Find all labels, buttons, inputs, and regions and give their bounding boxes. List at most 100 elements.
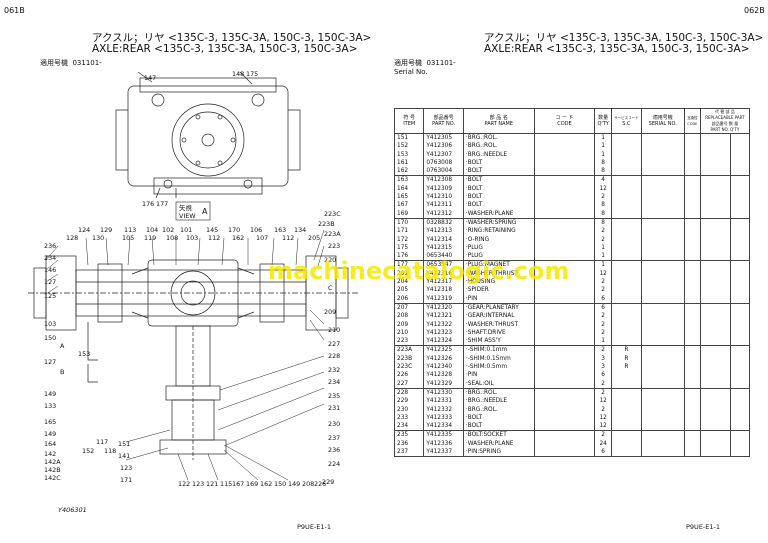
cell-code5 bbox=[683, 227, 701, 236]
cell-serial bbox=[640, 294, 685, 304]
cell-rp-part bbox=[699, 345, 732, 355]
cell-part-no: Y412328 bbox=[423, 371, 464, 380]
cell-rp-qty bbox=[730, 133, 750, 143]
label-right-4: 220 bbox=[324, 256, 336, 264]
label-left-16: 142B bbox=[44, 466, 61, 474]
cell-qty: 8 bbox=[594, 201, 613, 210]
cell-code bbox=[533, 328, 596, 338]
cell-qty: 2 bbox=[594, 312, 613, 321]
label-left-6: 150 bbox=[44, 334, 56, 342]
cell-item: 204 bbox=[393, 278, 425, 287]
cell-rp-qty bbox=[730, 252, 750, 261]
cell-rp-qty bbox=[730, 430, 750, 440]
cell-part-no: Y412336 bbox=[423, 439, 464, 448]
cell-code bbox=[533, 201, 596, 210]
label-bottom-10: 226 bbox=[314, 480, 326, 488]
cell-rp-qty bbox=[730, 209, 750, 219]
label-right-12: 231 bbox=[328, 404, 340, 412]
cell-item: 206 bbox=[393, 294, 425, 304]
right-serial-label: 適用号機 031101-Serial No. bbox=[394, 59, 456, 76]
label-row1-1: 129 bbox=[100, 226, 112, 234]
label-left-8: 127 bbox=[44, 358, 56, 366]
label-left-5: 103 bbox=[44, 320, 56, 328]
view-a-letter: A bbox=[202, 207, 208, 216]
cell-serial bbox=[640, 397, 685, 406]
cell-rp-qty bbox=[730, 175, 750, 185]
cell-sc bbox=[611, 312, 642, 321]
label-row2-5: 103 bbox=[186, 234, 198, 242]
cell-sc bbox=[611, 397, 642, 406]
cell-sc bbox=[611, 278, 642, 287]
cell-code5 bbox=[683, 328, 701, 338]
cell-code bbox=[533, 379, 596, 389]
label-right-13: 230 bbox=[328, 420, 340, 428]
cell-part-no: Y412326 bbox=[423, 354, 464, 364]
cell-code bbox=[533, 158, 596, 168]
cell-sc bbox=[611, 133, 642, 143]
cell-item: 235 bbox=[393, 430, 425, 440]
label-147: 147 bbox=[144, 74, 156, 82]
cell-item: 161 bbox=[393, 158, 425, 168]
cell-part-name: ·BRG.:ROL. bbox=[462, 387, 535, 398]
cell-rp-part bbox=[699, 430, 732, 440]
cell-part-name: ·WASHER:PLANE bbox=[462, 209, 535, 219]
cell-item: 210 bbox=[393, 328, 425, 338]
label-right-10: 234 bbox=[328, 378, 340, 386]
cell-qty: 8 bbox=[594, 217, 613, 228]
cell-item: 176 bbox=[393, 252, 425, 261]
cell-part-no: Y412322 bbox=[423, 320, 464, 329]
cell-serial bbox=[640, 142, 685, 151]
label-row2-3: 119 bbox=[144, 234, 156, 242]
label-row1-3: 104 bbox=[146, 226, 158, 234]
cell-item: 177 bbox=[393, 260, 425, 270]
cell-rp-part bbox=[699, 422, 732, 431]
label-left-9: 149 bbox=[44, 390, 56, 398]
cell-code bbox=[533, 430, 596, 440]
cell-serial bbox=[640, 133, 685, 143]
cell-part-no: Y412333 bbox=[423, 413, 464, 423]
cell-rp-qty bbox=[730, 243, 750, 253]
cell-code5 bbox=[683, 422, 701, 431]
cell-sc bbox=[611, 260, 642, 270]
label-row2-2: 105 bbox=[122, 234, 134, 242]
cell-serial bbox=[640, 252, 685, 261]
cell-serial bbox=[640, 286, 685, 295]
cell-item: 237 bbox=[393, 447, 425, 458]
label-bottom-7: 150 bbox=[274, 480, 286, 488]
cell-serial bbox=[640, 235, 685, 244]
housing-top-circle-inner bbox=[179, 111, 237, 169]
label-left-7: 153 bbox=[78, 350, 90, 358]
cell-part-name: ·-SHIM:0.1mm bbox=[462, 345, 535, 355]
cell-code bbox=[533, 209, 596, 219]
view-a-en: VIEW bbox=[179, 212, 196, 220]
cell-code5 bbox=[683, 278, 701, 287]
label-left-17: 142C bbox=[44, 474, 61, 482]
cell-serial bbox=[640, 447, 685, 458]
cell-part-no: Y412332 bbox=[423, 405, 464, 414]
cell-rp-qty bbox=[730, 379, 750, 389]
label-row2-1: 130 bbox=[92, 234, 104, 242]
label-177: 177 bbox=[156, 200, 168, 208]
cell-code bbox=[533, 363, 596, 372]
label-left-20: 118 bbox=[104, 447, 116, 455]
cell-rp-qty bbox=[730, 397, 750, 406]
cell-qty: 2 bbox=[594, 235, 613, 244]
cell-code5 bbox=[683, 133, 701, 143]
cell-code5 bbox=[683, 286, 701, 295]
cell-part-no: Y412306 bbox=[423, 142, 464, 151]
housing-top-circle-outer bbox=[171, 103, 245, 177]
label-left-10: 133 bbox=[44, 402, 56, 410]
cell-serial bbox=[640, 337, 685, 346]
cell-rp-part bbox=[699, 193, 732, 202]
label-right-0: 223C bbox=[324, 210, 341, 218]
cell-sc bbox=[611, 294, 642, 304]
cell-item: 223A bbox=[393, 345, 425, 355]
cell-qty: 2 bbox=[594, 430, 613, 440]
